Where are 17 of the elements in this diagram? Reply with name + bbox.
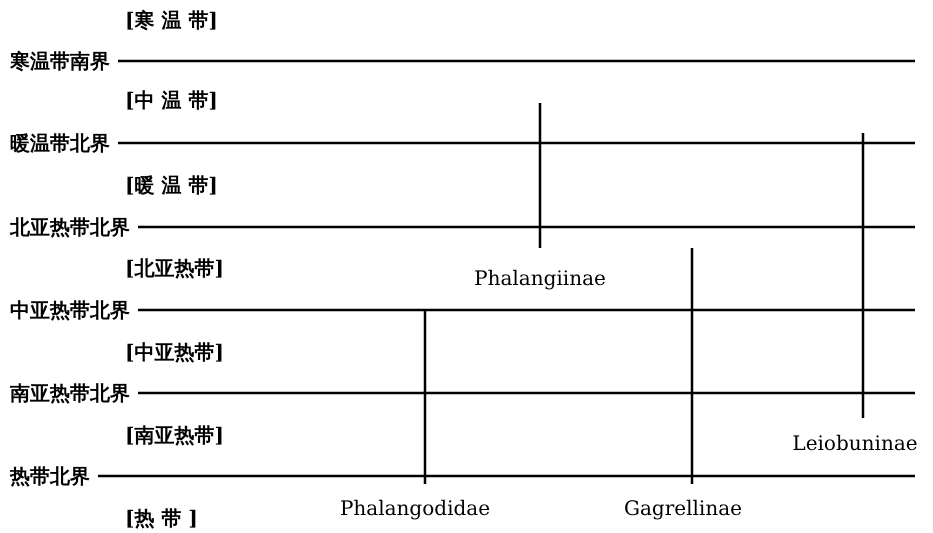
zone-label: [中 温 带] (125, 88, 218, 112)
zone-label: [南亚热带] (125, 423, 224, 447)
zone-label: [中亚热带] (125, 340, 224, 364)
zone-label: [暖 温 带] (125, 173, 218, 197)
taxon-label: Gagrellinae (624, 496, 742, 520)
taxon-label: Leiobuninae (792, 431, 918, 455)
boundary-label: 热带北界 (10, 464, 90, 488)
boundary-label: 南亚热带北界 (10, 381, 130, 405)
boundary-label: 中亚热带北界 (10, 298, 130, 322)
zone-label: [寒 温 带] (125, 8, 218, 32)
zone-label: [热 带 ] (125, 506, 198, 530)
zone-label: [北亚热带] (125, 256, 224, 280)
taxon-label: Phalangiinae (474, 266, 606, 290)
boundary-label: 寒温带南界 (10, 49, 110, 73)
boundary-label: 北亚热带北界 (10, 215, 130, 239)
boundary-label: 暖温带北界 (10, 131, 110, 155)
taxon-label: Phalangodidae (340, 496, 490, 520)
